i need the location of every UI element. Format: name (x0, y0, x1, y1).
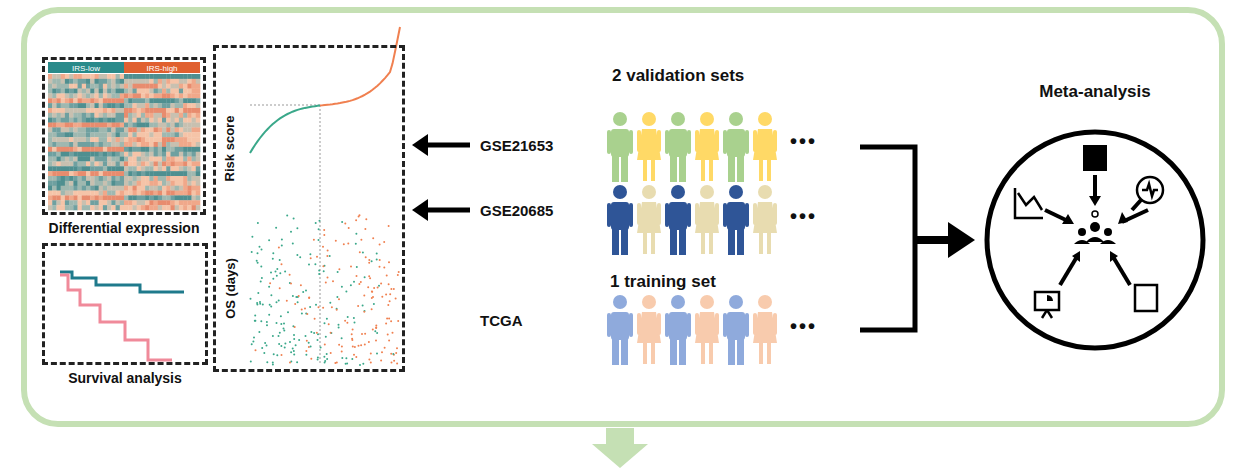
panel-caption: Differential expression (49, 220, 200, 236)
axis-label: Risk score (223, 115, 238, 181)
people-icons (607, 112, 777, 365)
risk-box: Risk score OS (days) (213, 45, 405, 372)
meta-circle (987, 132, 1203, 348)
panel-title: Meta-analysis (1039, 82, 1151, 102)
group-title: 2 validation sets (612, 66, 744, 86)
axis-label: OS (days) (223, 258, 238, 319)
input-arrows (412, 134, 470, 221)
bracket (860, 147, 975, 330)
meta-analysis-circle: Meta-analysis (987, 132, 1203, 348)
heatmap (48, 62, 200, 210)
outer-frame (24, 10, 1222, 424)
dataset-name: TCGA (480, 312, 523, 329)
survival-box: Survival analysis (42, 243, 208, 365)
group-label: IRS-high (146, 64, 177, 73)
ellipsis: ••• (790, 315, 817, 338)
ellipsis: ••• (790, 205, 817, 228)
group-label: IRS-low (72, 64, 100, 73)
meta-icons (1015, 145, 1163, 318)
ellipsis: ••• (790, 130, 817, 153)
panel-caption: Survival analysis (68, 370, 182, 386)
dataset-name: GSE20685 (480, 202, 553, 219)
risk-plot (250, 27, 401, 366)
group-title: 1 training set (610, 272, 716, 292)
dataset-name: GSE21653 (480, 137, 553, 154)
down-arrow (592, 428, 648, 468)
survival-curves (60, 272, 184, 360)
heatmap-box: IRS-lowIRS-highDifferential expression (42, 57, 206, 215)
